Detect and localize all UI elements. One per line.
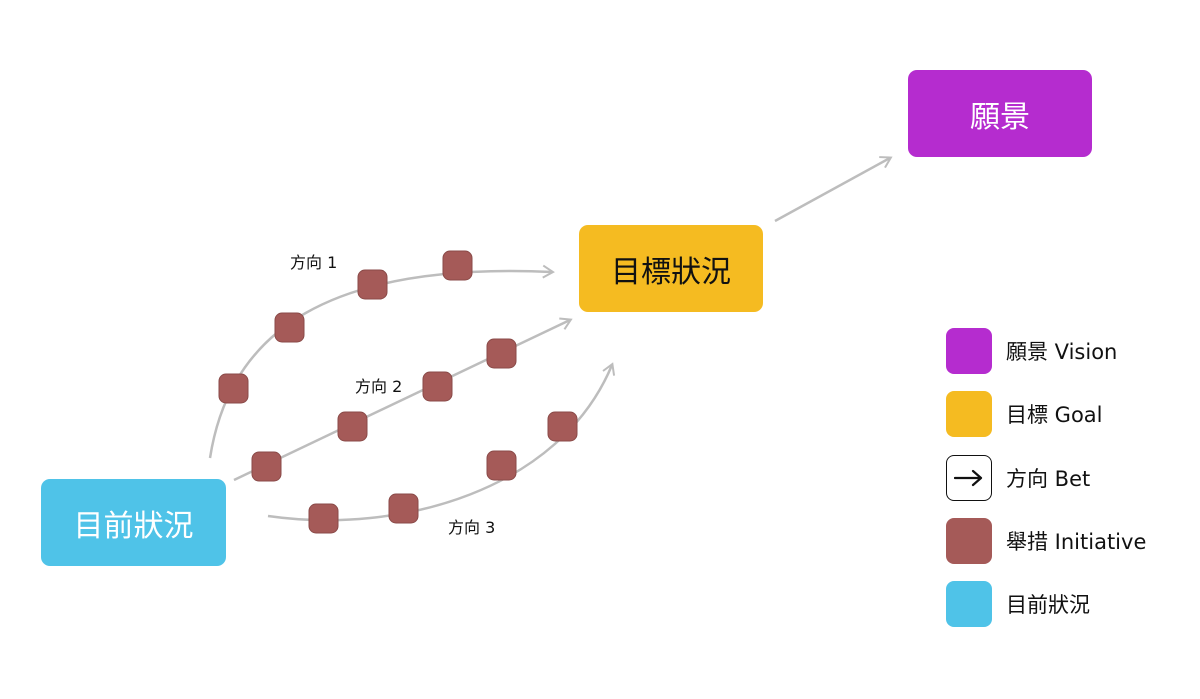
legend-item-current: 目前狀況	[946, 580, 1090, 628]
vision-node-label: 願景	[970, 99, 1030, 135]
initiative-bet2-1	[251, 451, 282, 482]
initiative-bet3-1	[308, 503, 339, 534]
arrow-right-icon	[946, 455, 992, 501]
bet-2-arrow	[233, 317, 573, 482]
legend-item-initiative: 舉措 Initiative	[946, 517, 1146, 565]
initiative-bet1-2	[274, 312, 305, 343]
legend-item-vision: 願景 Vision	[946, 327, 1117, 375]
purple-square-icon	[946, 328, 992, 374]
initiative-bet2-4	[486, 338, 517, 369]
initiative-bet2-2	[337, 411, 368, 442]
goal-to-vision-arrow	[774, 156, 893, 223]
legend-label: 方向 Bet	[1006, 467, 1091, 491]
legend-label: 目標 Goal	[1006, 403, 1103, 427]
current-state-node-label: 目前狀況	[73, 508, 194, 544]
bet-3-label: 方向 3	[448, 518, 496, 537]
goal-node-label: 目標狀況	[611, 254, 731, 290]
legend-item-bet: 方向 Bet	[946, 454, 1090, 502]
legend-label: 目前狀況	[1006, 593, 1090, 617]
initiative-bet1-4	[442, 250, 473, 281]
vision-node: 願景	[908, 70, 1092, 157]
initiative-bet1-1	[218, 373, 249, 404]
brown-square-icon	[946, 518, 992, 564]
initiative-bet3-3	[486, 450, 517, 481]
current-state-node: 目前狀況	[41, 479, 226, 566]
legend-label: 舉措 Initiative	[1006, 530, 1147, 554]
legend-label: 願景 Vision	[1006, 340, 1118, 364]
yellow-square-icon	[946, 391, 992, 437]
initiative-bet3-2	[388, 493, 419, 524]
initiative-bet2-3	[422, 371, 453, 402]
initiative-bet3-4	[547, 411, 578, 442]
blue-square-icon	[946, 581, 992, 627]
initiative-bet1-3	[357, 269, 388, 300]
bet-1-label: 方向 1	[290, 253, 338, 272]
legend-item-goal: 目標 Goal	[946, 390, 1103, 438]
bet-2-label: 方向 2	[355, 377, 403, 396]
goal-node: 目標狀況	[579, 225, 763, 312]
